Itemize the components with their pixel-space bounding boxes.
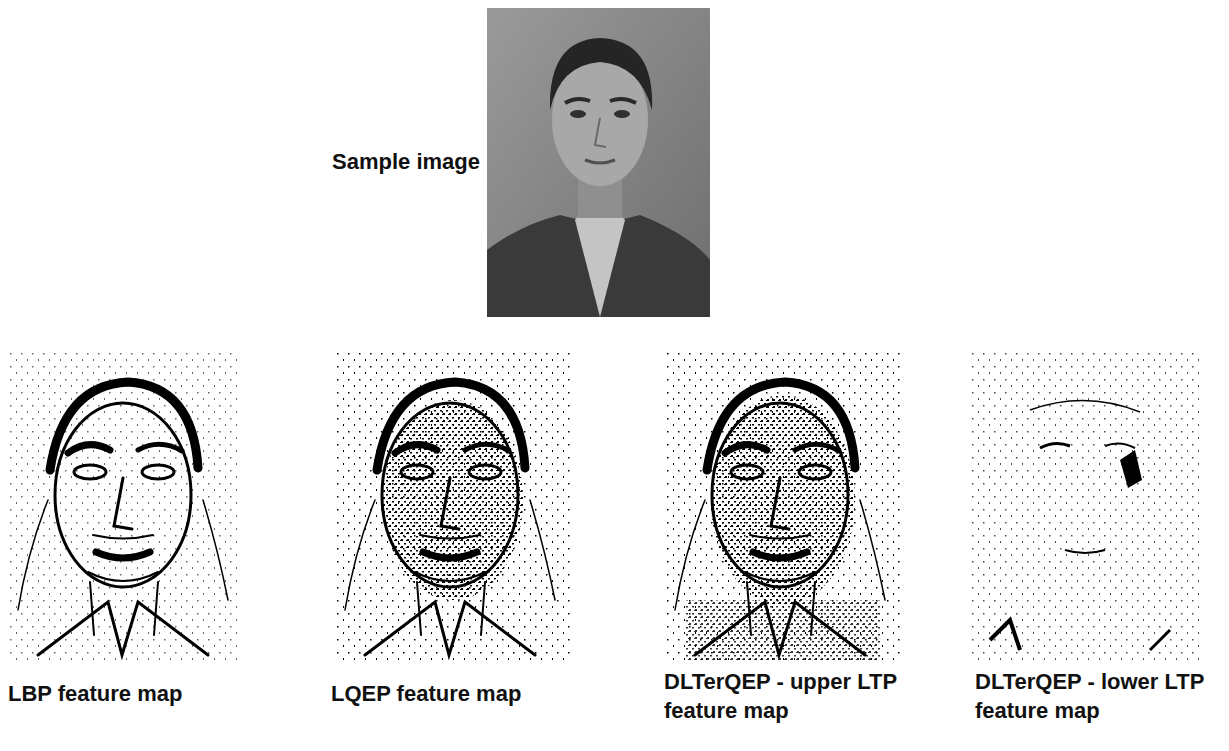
upper-ltp-map <box>665 350 900 662</box>
edge-stroke <box>1150 630 1170 650</box>
shirt <box>575 205 625 317</box>
map-caption: LQEP feature map <box>331 680 591 709</box>
map-caption: DLTerQEP - lower LTP feature map <box>975 668 1220 725</box>
map-ground <box>970 350 1200 665</box>
speckle <box>685 600 880 660</box>
speckle <box>711 395 855 605</box>
speckle <box>335 350 572 662</box>
map-ground <box>665 350 900 662</box>
map-caption: DLTerQEP - upper LTP feature map <box>664 668 914 725</box>
lqep-map <box>335 350 572 662</box>
eye <box>614 110 630 118</box>
speckle <box>970 350 1200 665</box>
eye <box>570 110 586 118</box>
photo-background <box>487 8 710 317</box>
lower-ltp-map <box>970 350 1200 665</box>
edge-stroke <box>1030 400 1140 412</box>
edge-stroke <box>1040 443 1070 448</box>
map-ground <box>8 350 238 660</box>
image-label: Sample image <box>230 148 480 177</box>
lbp-map <box>8 350 238 660</box>
speckle <box>8 350 238 660</box>
speckle <box>665 350 900 662</box>
eyebrow <box>610 99 636 103</box>
mouth <box>585 160 615 163</box>
speckle <box>383 400 523 600</box>
face-sketch <box>18 382 228 655</box>
sample-photo <box>487 8 710 317</box>
edge-stroke <box>1065 550 1105 553</box>
hair <box>550 38 652 110</box>
edge-stroke <box>1105 443 1135 448</box>
edge-stroke <box>990 620 1020 650</box>
dark-blob <box>1120 450 1142 488</box>
map-ground <box>335 350 572 662</box>
face-sketch <box>345 382 555 655</box>
face-sketch <box>675 382 885 655</box>
eyebrow <box>565 99 590 103</box>
map-caption: LBP feature map <box>8 680 268 709</box>
nose <box>595 118 606 147</box>
